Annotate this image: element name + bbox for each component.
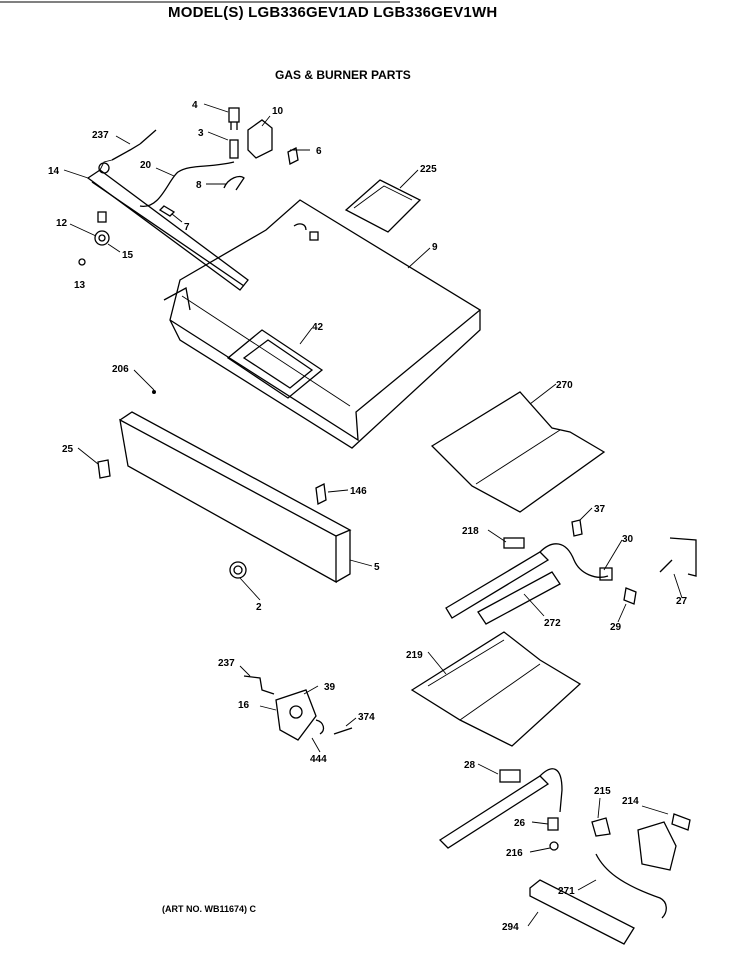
front-panel-5 xyxy=(97,390,352,584)
art-number: (ART NO. WB11674) C xyxy=(162,904,257,914)
callout-2: 2 xyxy=(256,602,262,613)
safety-valve xyxy=(591,813,691,919)
callout-39: 39 xyxy=(324,682,336,693)
burner-box-9 xyxy=(163,199,482,449)
pressure-regulator xyxy=(243,675,353,741)
callout-37: 37 xyxy=(594,504,606,515)
callout-215: 215 xyxy=(594,786,611,797)
callout-30: 30 xyxy=(622,534,634,545)
callout-42: 42 xyxy=(312,322,324,333)
callout-237b: 237 xyxy=(218,658,235,669)
manifold-pipe xyxy=(86,129,249,291)
callout-3: 3 xyxy=(198,128,204,139)
callout-270: 270 xyxy=(556,380,573,391)
leader-lines xyxy=(63,103,683,927)
callout-6: 6 xyxy=(316,146,322,157)
callout-4: 4 xyxy=(192,100,198,111)
callout-10: 10 xyxy=(272,106,284,117)
callout-294: 294 xyxy=(502,922,519,933)
callout-214: 214 xyxy=(622,796,639,807)
callout-444: 444 xyxy=(310,754,327,765)
callout-374: 374 xyxy=(358,712,375,723)
callout-12: 12 xyxy=(56,218,68,229)
callout-272: 272 xyxy=(544,618,561,629)
callout-8: 8 xyxy=(196,180,202,191)
callout-25: 25 xyxy=(62,444,74,455)
callout-7: 7 xyxy=(184,222,190,233)
orifice-parts xyxy=(158,107,299,217)
broiler-panel-270 xyxy=(430,391,606,513)
callout-218: 218 xyxy=(462,526,479,537)
callout-29: 29 xyxy=(610,622,622,633)
gas-line xyxy=(139,161,235,207)
diagram-subtitle: GAS & BURNER PARTS xyxy=(275,68,411,82)
callout-20: 20 xyxy=(140,160,152,171)
oven-burner xyxy=(438,768,563,851)
callout-219: 219 xyxy=(406,650,423,661)
callout-237: 237 xyxy=(92,130,109,141)
callout-206: 206 xyxy=(112,364,129,375)
callout-16: 16 xyxy=(238,700,250,711)
callout-9: 9 xyxy=(432,242,438,253)
callout-271: 271 xyxy=(558,886,575,897)
callout-225: 225 xyxy=(420,164,437,175)
baffle-294 xyxy=(529,879,635,945)
callout-14: 14 xyxy=(48,166,60,177)
callout-13: 13 xyxy=(74,280,86,291)
callout-28: 28 xyxy=(464,760,476,771)
callout-27: 27 xyxy=(676,596,688,607)
callout-15: 15 xyxy=(122,250,134,261)
callout-5: 5 xyxy=(374,562,380,573)
callout-26: 26 xyxy=(514,818,526,829)
page-title: MODEL(S) LGB336GEV1AD LGB336GEV1WH xyxy=(168,4,498,21)
valve-assembly xyxy=(78,211,110,266)
callout-216: 216 xyxy=(506,848,523,859)
callout-labels: 4 10 3 237 6 20 14 8 225 7 12 9 15 13 42… xyxy=(48,100,688,933)
callout-146: 146 xyxy=(350,486,367,497)
broiler-burner xyxy=(445,519,697,625)
oven-panel-219 xyxy=(410,631,582,747)
cover-225 xyxy=(344,179,422,233)
